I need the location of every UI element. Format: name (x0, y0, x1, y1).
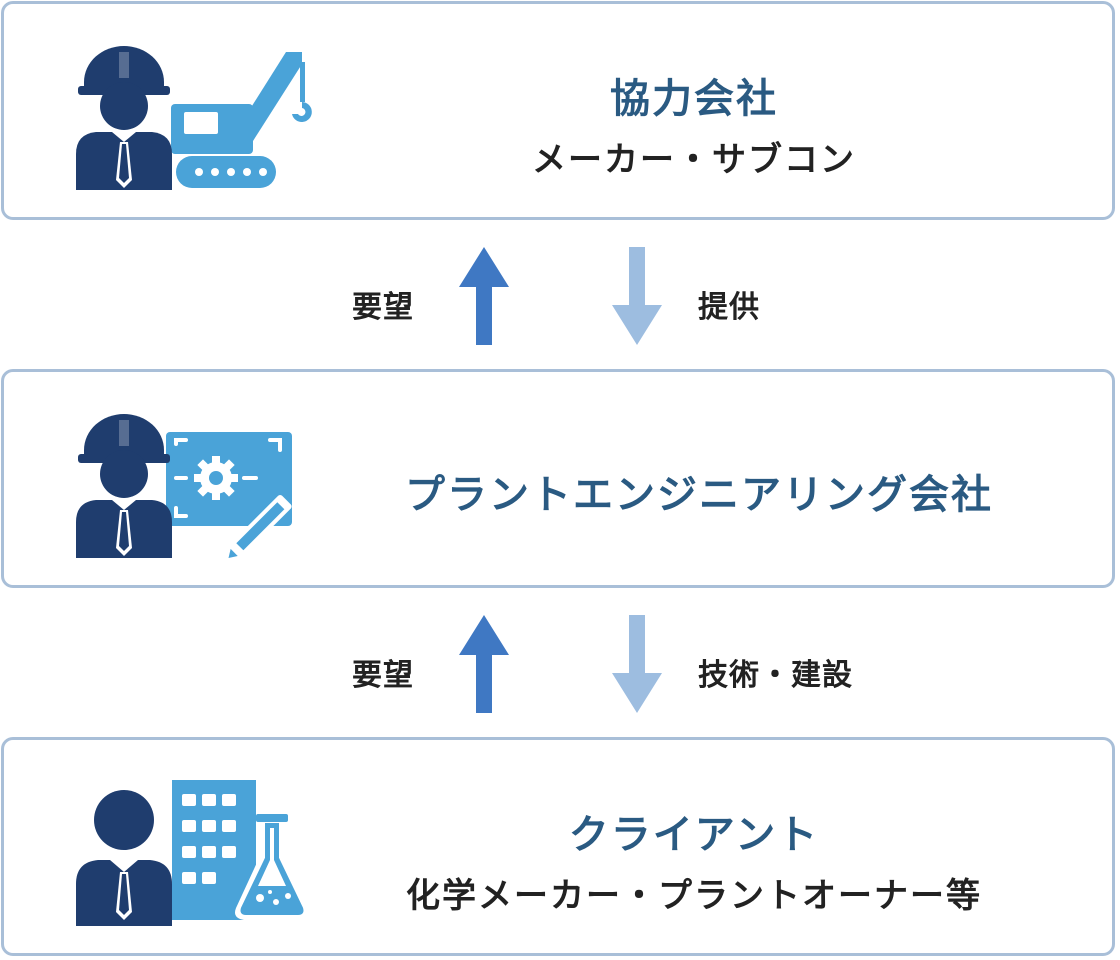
plant-title: プラントエンジニアリング会社 (405, 472, 993, 518)
arrow-down-icon (612, 615, 662, 713)
client-box: クライアント 化学メーカー・プラントオーナー等 (1, 737, 1115, 956)
partner-title: 協力会社 (610, 76, 778, 122)
plant-engineering-box: プラントエンジニアリング会社 (1, 369, 1115, 588)
client-title: クライアント (568, 812, 820, 858)
partner-subtitle: メーカー・サブコン (532, 140, 856, 180)
worker-with-blueprint-icon (76, 414, 292, 560)
partner-company-box: 協力会社 メーカー・サブコン (1, 1, 1115, 220)
businessman-with-building-icon (76, 780, 309, 926)
worker-with-crane-icon (76, 46, 312, 190)
arrow-down-icon (612, 247, 662, 345)
upper-request-label: 要望 (352, 290, 414, 325)
arrow-up-icon (459, 615, 509, 713)
client-subtitle: 化学メーカー・プラントオーナー等 (406, 876, 982, 916)
lower-supply-label: 技術・建設 (698, 658, 853, 693)
lower-request-label: 要望 (352, 658, 414, 693)
arrow-up-icon (459, 247, 509, 345)
upper-supply-label: 提供 (698, 290, 760, 325)
